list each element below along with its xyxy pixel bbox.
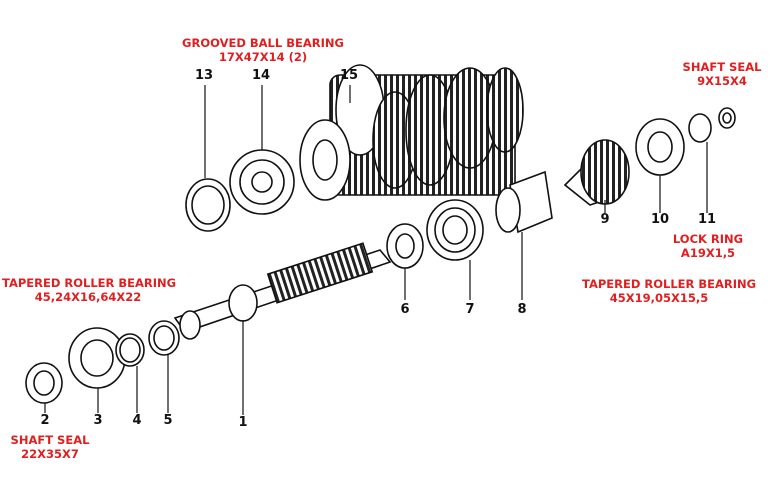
washer <box>386 223 424 269</box>
callout-14: 14 <box>251 68 271 83</box>
tapered-roller-bearing-left-spec: 45,24X16,64X22 <box>34 290 142 304</box>
callout-13: 13 <box>194 68 214 83</box>
shaft-seal-large <box>25 362 63 404</box>
shaft-seal-bottom-title: SHAFT SEAL <box>10 433 90 447</box>
shaft-seal-top-spec: 9X15X4 <box>697 74 747 88</box>
callout-5: 5 <box>163 413 173 428</box>
grooved-ball-bearing-title: GROOVED BALL BEARING <box>182 36 344 50</box>
callout-7: 7 <box>465 302 475 317</box>
tapered-roller-bearing-left-label: TAPERED ROLLER BEARING 45,24X16,64X22 <box>2 276 177 304</box>
sleeve <box>495 170 553 234</box>
tapered-roller-bearing-left <box>68 327 126 389</box>
needle-bearing <box>299 119 351 201</box>
callout-3: 3 <box>93 413 103 428</box>
leader-lines <box>44 85 708 415</box>
lock-ring-spec: A19X1,5 <box>680 246 736 260</box>
callout-10: 10 <box>650 212 670 227</box>
shaft-seal-bottom-label: SHAFT SEAL 22X35X7 <box>6 433 94 461</box>
pinion-gear <box>563 139 630 206</box>
shaft-seal-bottom-spec: 22X35X7 <box>21 447 79 461</box>
callout-15: 15 <box>339 68 359 83</box>
main-shaft <box>173 242 392 340</box>
callout-8: 8 <box>517 302 527 317</box>
tapered-roller-bearing-right-spec: 45X19,05X15,5 <box>609 291 709 305</box>
callout-11: 11 <box>697 212 717 227</box>
callout-1: 1 <box>238 415 248 430</box>
gear-cluster <box>329 64 524 196</box>
callout-9: 9 <box>600 212 610 227</box>
lock-ring-label: LOCK RING A19X1,5 <box>670 232 746 260</box>
spring-assembly <box>426 199 484 261</box>
tapered-roller-bearing-right-label: TAPERED ROLLER BEARING 45X19,05X15,5 <box>582 277 757 305</box>
lock-ring-title: LOCK RING <box>672 232 744 246</box>
lock-ring <box>688 113 712 143</box>
grooved-ball-bearing-spec: 17X47X14 (2) <box>218 50 308 64</box>
tapered-roller-bearing-right-title: TAPERED ROLLER BEARING <box>582 277 757 291</box>
grooved-ball-bearing <box>229 149 295 215</box>
shaft-seal-top-title: SHAFT SEAL <box>682 60 762 74</box>
callout-6: 6 <box>400 302 410 317</box>
callout-2: 2 <box>40 413 50 428</box>
shaft-seal-top-label: SHAFT SEAL 9X15X4 <box>680 60 764 88</box>
grooved-ball-bearing-label: GROOVED BALL BEARING 17X47X14 (2) <box>178 36 348 64</box>
tapered-roller-bearing-left-title: TAPERED ROLLER BEARING <box>2 276 177 290</box>
thrust-ring <box>148 320 180 356</box>
shaft-seal-small <box>718 107 736 129</box>
spacer-ring <box>115 333 145 367</box>
tapered-roller-bearing-right <box>635 118 685 176</box>
callout-4: 4 <box>132 413 142 428</box>
shim-washer <box>185 178 231 232</box>
